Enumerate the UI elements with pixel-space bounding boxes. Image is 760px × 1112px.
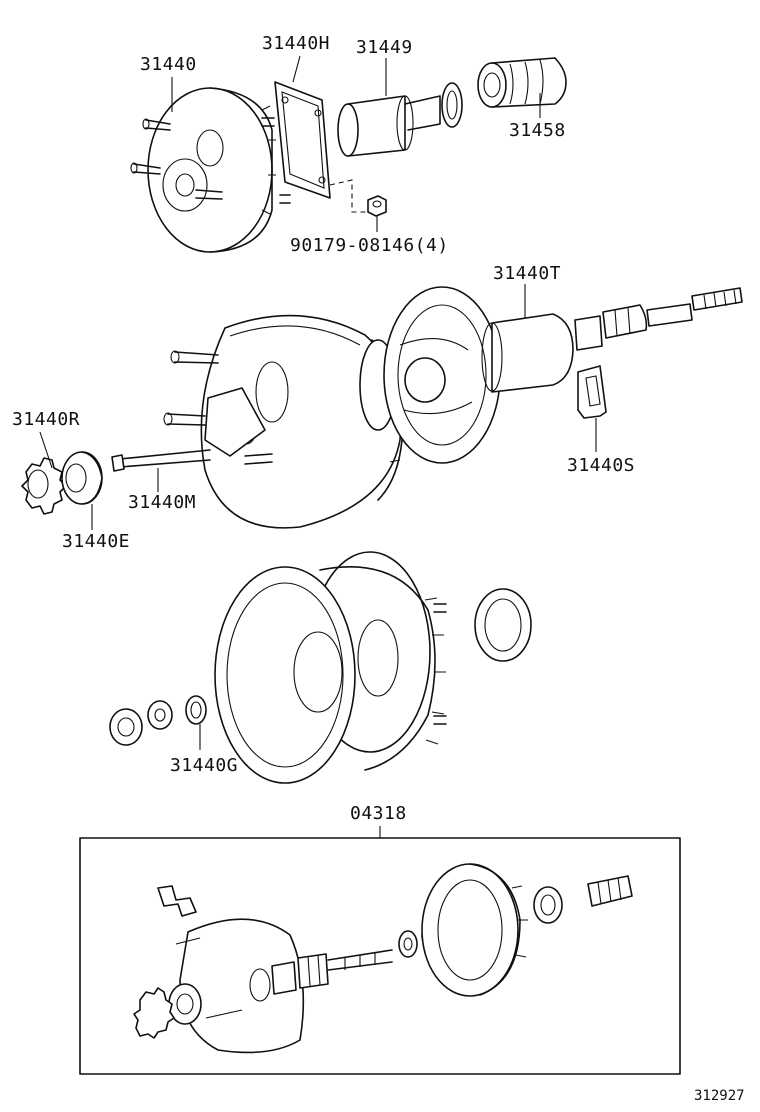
label-90179-08146: 90179-08146(4) <box>290 235 449 256</box>
label-04318: 04318 <box>350 803 407 824</box>
label-31458: 31458 <box>509 120 566 141</box>
label-31440E: 31440E <box>62 531 130 552</box>
label-31440T: 31440T <box>493 263 561 284</box>
label-31440R: 31440R <box>12 409 80 430</box>
label-31440M: 31440M <box>128 492 196 513</box>
kit-box <box>79 837 681 1075</box>
repair-kit-drawing <box>133 863 633 1054</box>
label-31440H: 31440H <box>262 33 330 54</box>
label-31440: 31440 <box>140 54 197 75</box>
label-31440G: 31440G <box>170 755 238 776</box>
rear-shell-drawing <box>109 551 532 784</box>
booster-assembly-drawing <box>130 55 567 253</box>
document-number: 312927 <box>694 1088 745 1104</box>
label-31449: 31449 <box>356 37 413 58</box>
label-31440S: 31440S <box>567 455 635 476</box>
booster-exploded-drawing <box>21 284 743 530</box>
